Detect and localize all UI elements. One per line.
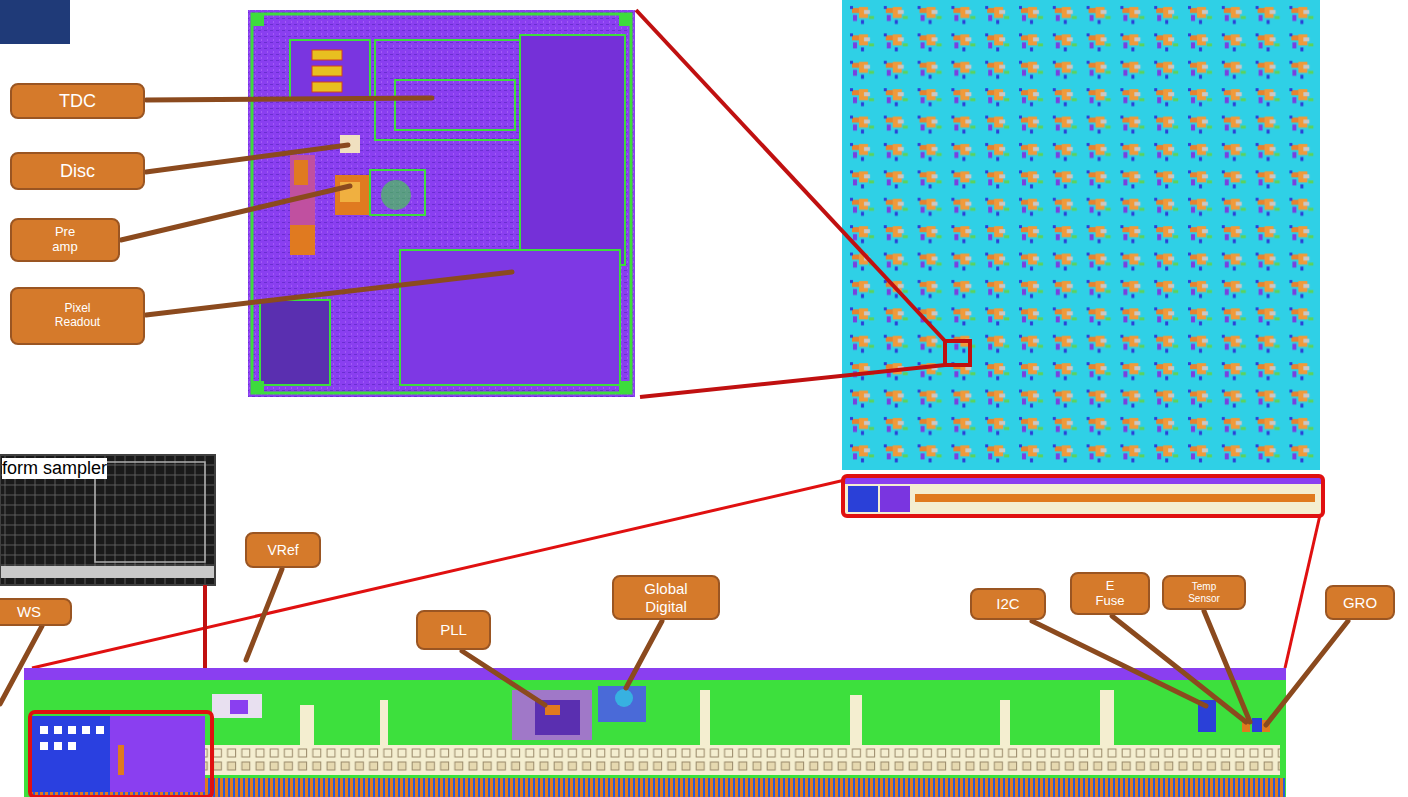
- callout-text: VRef: [264, 542, 301, 558]
- callout-box: PLL: [416, 610, 491, 650]
- callout-box: Pre amp: [10, 218, 120, 262]
- callout-box: VRef: [245, 532, 321, 568]
- callout-text: WS: [14, 603, 44, 620]
- callout-text: Temp Sensor: [1176, 581, 1232, 604]
- callout-box: TDC: [10, 83, 145, 119]
- callout-box: E Fuse: [1070, 572, 1150, 615]
- callout-box: Temp Sensor: [1162, 575, 1246, 610]
- callout-box: Disc: [10, 152, 145, 190]
- callout-text: GRO: [1340, 594, 1380, 611]
- callout-box: Global Digital: [612, 575, 720, 620]
- callout-text: Pre amp: [42, 225, 88, 255]
- callout-box: I2C: [970, 588, 1046, 620]
- callout-box: GRO: [1325, 585, 1395, 620]
- callout-text: TDC: [56, 91, 99, 112]
- callout-box: Pixel Readout: [10, 287, 145, 345]
- callout-text: Global Digital: [628, 580, 704, 615]
- callout-text: I2C: [993, 595, 1022, 612]
- callout-text: E Fuse: [1087, 579, 1133, 609]
- callout-text: Disc: [57, 161, 98, 182]
- callout-text: Pixel Readout: [45, 302, 111, 330]
- callout-box: WS: [0, 598, 72, 626]
- caption-label: form sampler: [2, 458, 107, 479]
- callout-text: PLL: [437, 621, 470, 638]
